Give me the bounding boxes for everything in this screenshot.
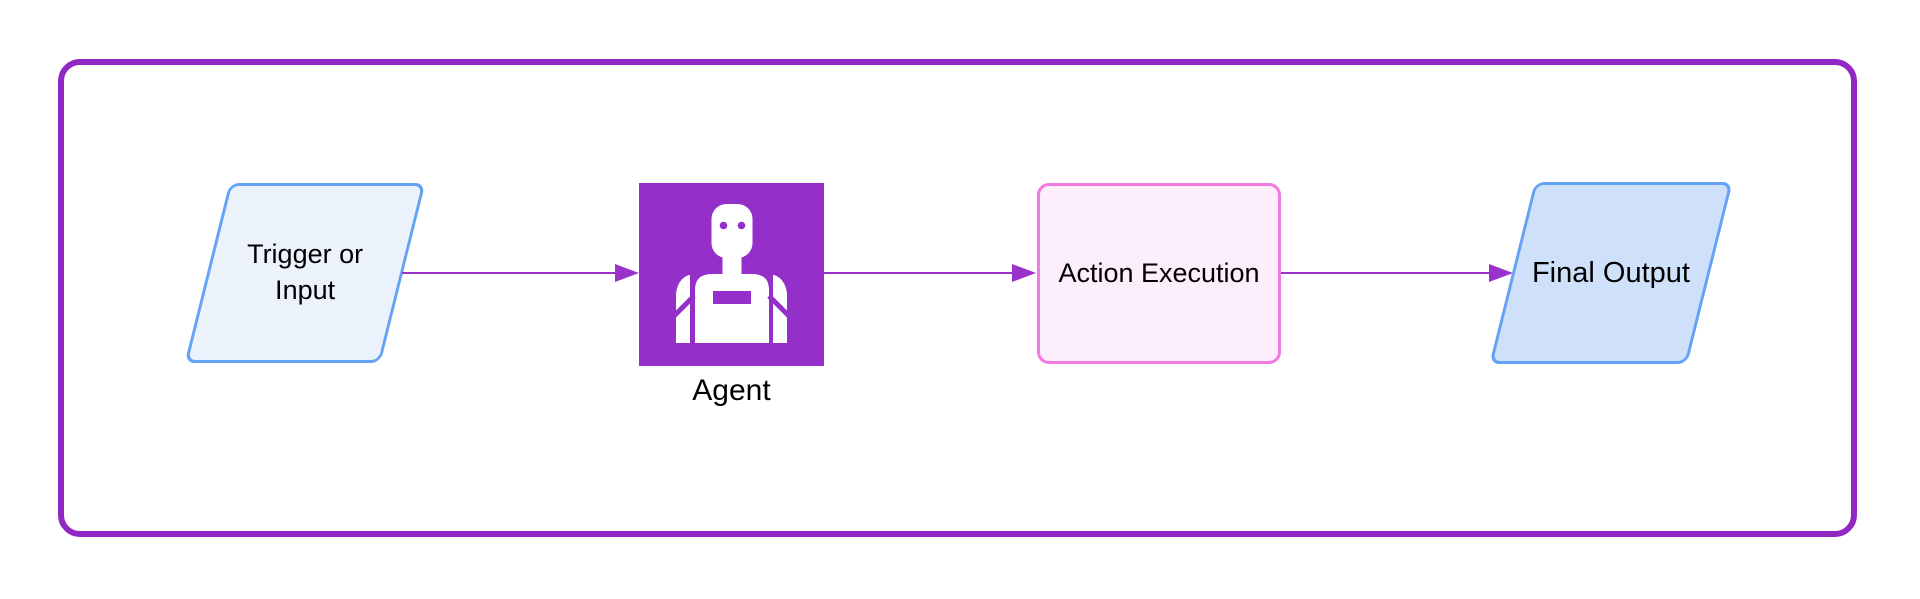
node-action-execution[interactable]: Action Execution — [1037, 183, 1281, 364]
edge-agent-to-action — [824, 264, 1036, 282]
node-agent[interactable] — [639, 183, 824, 366]
node-trigger-input-label: Trigger or Input — [246, 239, 364, 305]
robot-icon — [639, 183, 824, 366]
node-action-execution-label: Action Execution — [1058, 257, 1260, 288]
node-final-output-label: Final Output — [1532, 256, 1690, 289]
edge-trigger-to-agent — [402, 264, 639, 282]
node-agent-label: Agent — [692, 374, 771, 407]
edge-action-to-output — [1281, 264, 1513, 282]
